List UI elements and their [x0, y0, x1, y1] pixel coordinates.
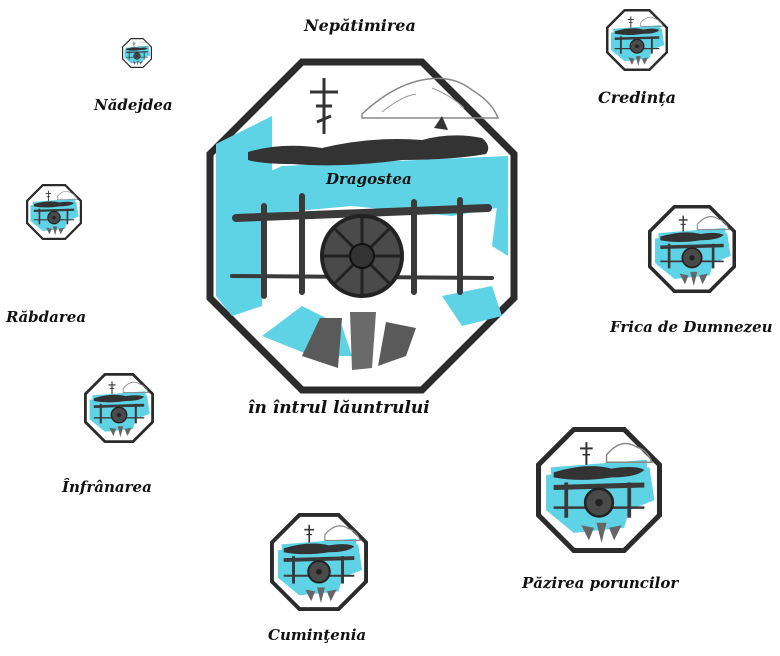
infranarea-label: Înfrânarea [62, 478, 152, 496]
pazirea-emblem [536, 426, 662, 554]
infranarea-emblem [84, 372, 154, 444]
pazirea-label: Păzirea poruncilor [522, 574, 678, 592]
center-bottom-label: în întrul lăuntrului [248, 398, 430, 418]
cumintenia-emblem [270, 512, 368, 612]
nadejdea-label: Nădejdea [94, 96, 173, 114]
cumintenia-label: Cuminţenia [268, 626, 366, 644]
central-emblem [202, 56, 522, 396]
frica-emblem [648, 204, 736, 294]
credinta-emblem [606, 8, 668, 72]
credinta-label: Credința [598, 88, 676, 107]
nadejdea-emblem [122, 38, 152, 68]
rabdarea-label: Răbdarea [6, 308, 86, 326]
frica-label: Frica de Dumnezeu [610, 318, 773, 336]
rabdarea-emblem [26, 184, 82, 240]
center-inner-label: Dragostea [326, 170, 412, 188]
center-top-label: Nepătimirea [304, 16, 416, 35]
